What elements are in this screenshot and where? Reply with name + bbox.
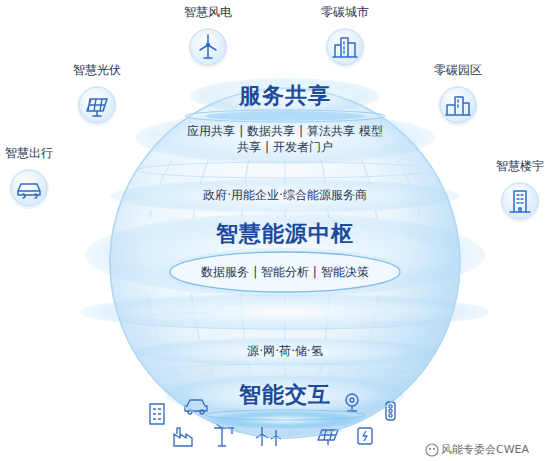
traffic-lamp — [389, 409, 392, 412]
disc-ring — [185, 110, 385, 122]
glow-disc — [205, 411, 365, 429]
layer-title: 服务共享 — [165, 82, 405, 111]
glow-band — [85, 213, 485, 297]
layer-disc: 服务共享应用共享 | 数据共享 | 算法共享 模型共享 | 开发者门户 — [165, 80, 405, 160]
globe-outline — [110, 88, 460, 438]
charger-icon — [358, 428, 372, 444]
layer-title: 智能交互 — [185, 381, 385, 410]
glow-band — [135, 112, 435, 164]
scenario-node: 零碳园区 — [426, 63, 490, 129]
scenario-label: 智慧光伏 — [65, 63, 129, 79]
layer-text: 数据服务 | 智能分析 | 智能决策 — [170, 252, 400, 292]
icon-circle — [502, 183, 538, 219]
scenario-node: 智慧风电 — [176, 5, 240, 71]
scenario-label: 零碳园区 — [426, 63, 490, 79]
layer-text: 应用共享 | 数据共享 | 算法共享 模型共享 | 开发者门户 — [187, 124, 383, 155]
glow-band — [110, 179, 460, 213]
scenario-label: 智慧风电 — [176, 5, 240, 21]
car-icon — [185, 400, 207, 414]
wind-icon — [200, 35, 216, 58]
hub-title: 智慧能源中枢 — [110, 220, 460, 249]
glow-band — [80, 294, 490, 330]
car-wheel — [200, 410, 204, 414]
icon-hub — [207, 44, 210, 47]
watermark: 风能专委会CWEA — [441, 442, 529, 457]
icon-glyph — [333, 38, 357, 57]
icon-circle — [190, 29, 226, 65]
city-icon — [333, 38, 357, 57]
layer-disc: 智能交互 — [185, 378, 385, 428]
icon-glyph — [446, 97, 470, 115]
icon-halo — [188, 28, 228, 68]
building-icon — [150, 404, 164, 424]
scenario-label: 智慧出行 — [0, 146, 58, 162]
solar-icon — [87, 99, 107, 116]
icon-circle — [11, 170, 47, 206]
core-ellipse-glow — [164, 248, 406, 296]
scenario-node: 零碳城市 — [313, 5, 377, 71]
camera-lens — [346, 394, 358, 406]
icon-halo — [9, 169, 49, 209]
icon-circle — [440, 87, 476, 123]
factory-icon — [174, 428, 192, 446]
icon-glyph — [200, 35, 216, 58]
icon-glyph — [87, 99, 107, 116]
scenario-label: 零碳城市 — [313, 5, 377, 21]
scenario-node: 智慧出行 — [0, 146, 58, 212]
layer-text: 源·网·荷·储·氢 — [110, 344, 460, 360]
watermark-logo-dot — [433, 448, 435, 450]
traffic-lamp — [389, 414, 392, 417]
icon-glyph — [510, 191, 530, 212]
scenario-node: 智慧光伏 — [65, 63, 129, 129]
icon-glyph — [18, 184, 40, 198]
tower-icon — [510, 191, 530, 212]
camera-stand — [347, 406, 357, 411]
icon-halo — [325, 28, 365, 68]
park-icon — [446, 97, 470, 115]
parallel — [137, 162, 433, 178]
factory-body — [174, 428, 192, 446]
energy-hub-globe: 政府·用能企业·综合能源服务商智慧能源中枢源·网·荷·储·氢服务共享应用共享 |… — [110, 88, 460, 438]
car-icon — [18, 184, 40, 198]
icon-halo — [438, 86, 478, 126]
watermark-logo-dot — [429, 448, 431, 450]
watermark-logo — [426, 444, 438, 456]
disc-ring — [205, 410, 365, 420]
charger-body — [358, 428, 372, 444]
core-ellipse — [170, 252, 400, 292]
icon-halo — [500, 182, 540, 222]
glow-band — [165, 375, 405, 415]
icon-circle — [79, 87, 115, 123]
building-body — [150, 404, 164, 424]
glow-bands — [80, 78, 490, 429]
charger-bolt — [363, 431, 367, 441]
camera-eye — [350, 398, 354, 402]
camera-icon — [346, 394, 358, 411]
hub-core-ellipse: 数据服务 | 智能分析 | 智能决策 — [170, 252, 400, 292]
icon-circle — [327, 29, 363, 65]
building-windows — [153, 409, 161, 419]
watermark-icon — [426, 444, 438, 456]
icon-halo — [77, 86, 117, 126]
traffic-lamp — [389, 405, 392, 408]
layer-text: 政府·用能企业·综合能源服务商 — [110, 188, 460, 204]
disc-glow — [205, 111, 365, 121]
scenario-label: 智慧楼宇 — [490, 159, 550, 175]
scenario-node: 智慧楼宇 — [490, 159, 550, 225]
